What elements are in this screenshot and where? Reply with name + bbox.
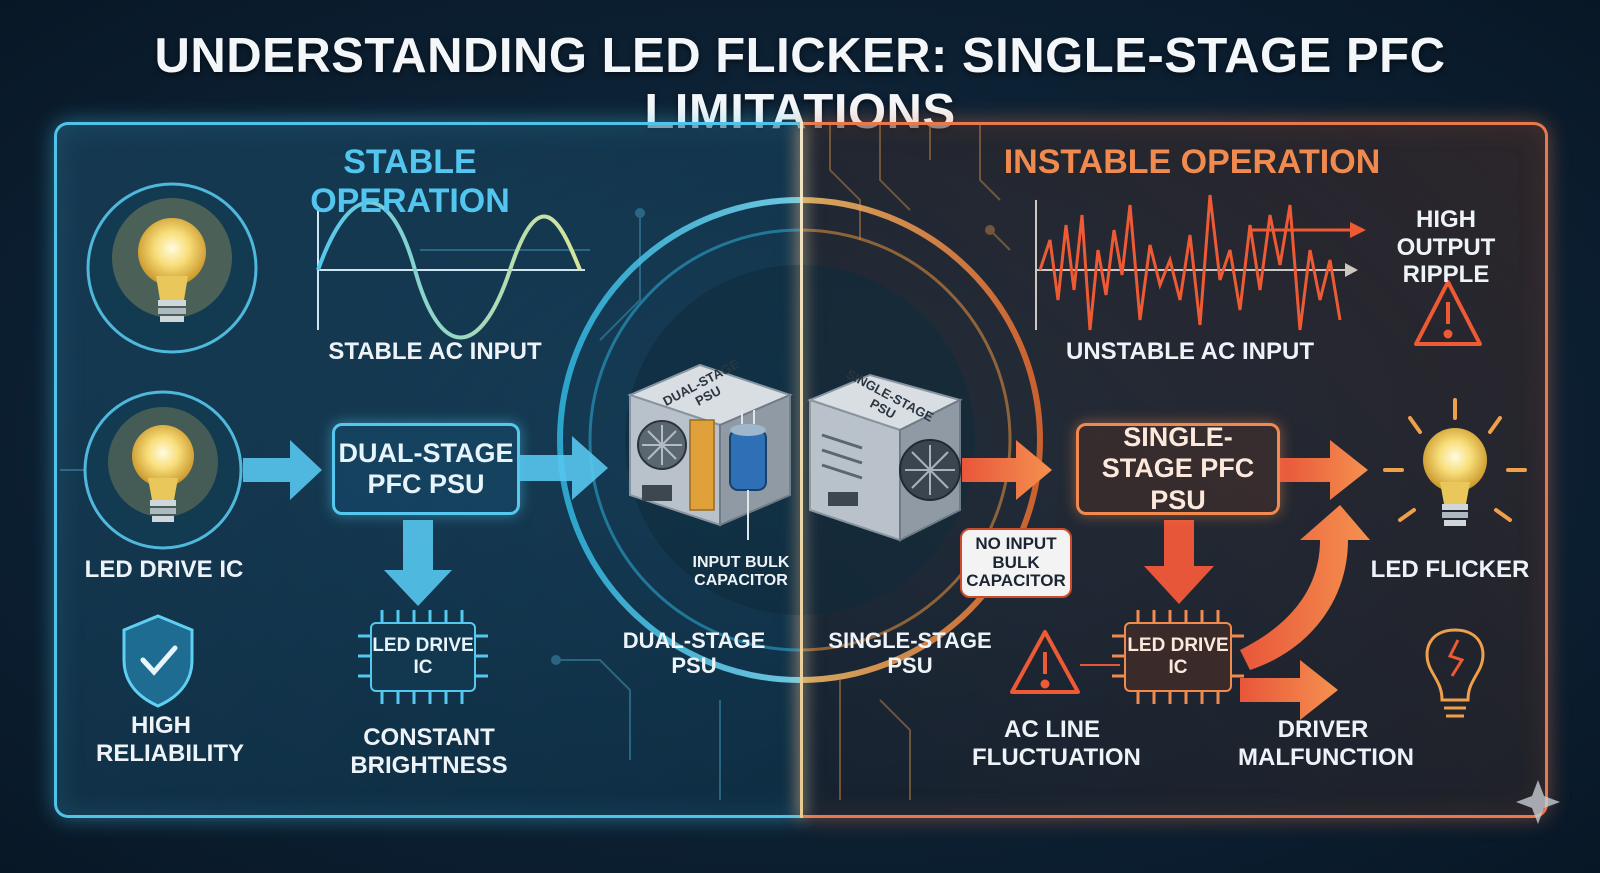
single-stage-psu-icon	[807, 373, 963, 542]
stable-ac-input-label: STABLE AC INPUT	[328, 338, 542, 365]
unstable-noise-wave	[1035, 194, 1366, 331]
unstable-heading: INSTABLE OPERATION	[1003, 143, 1381, 181]
right-led-drive-ic-chip: LED DRIVE IC	[1124, 622, 1232, 692]
led-flicker-label: LED FLICKER	[1370, 556, 1530, 583]
ac-line-fluctuation-label: AC LINE FLUCTUATION	[972, 716, 1141, 771]
shield-check-icon	[122, 614, 194, 708]
input-bulk-capacitor-label: INPUT BULK CAPACITOR	[692, 554, 790, 590]
lightbulb-icon-top	[112, 198, 232, 322]
left-chip-pins	[358, 610, 488, 704]
flicker-bulb-icon	[1383, 398, 1527, 526]
dual-stage-psu-caption: DUAL-STAGE PSU	[622, 628, 766, 679]
warning-icon-bottom	[1010, 630, 1080, 694]
single-stage-psu-caption: SINGLE-STAGE PSU	[828, 628, 992, 679]
left-led-drive-ic-chip: LED DRIVE IC	[370, 622, 476, 692]
warning-icon-top	[1414, 280, 1482, 346]
led-drive-ic-label: LED DRIVE IC	[84, 556, 244, 583]
left-flow-arrows	[243, 436, 608, 606]
driver-malfunction-label: DRIVER MALFUNCTION	[1238, 716, 1414, 771]
right-flow-arrows	[962, 440, 1370, 720]
no-input-bulk-capacitor-callout: NO INPUT BULK CAPACITOR	[960, 528, 1072, 598]
stable-heading: STABLE OPERATION	[310, 143, 510, 221]
single-stage-pfc-psu-box: SINGLE-STAGE PFC PSU	[1076, 422, 1280, 515]
high-reliability-label: HIGH RELIABILITY	[96, 712, 244, 767]
high-output-ripple-label: HIGH OUTPUT RIPPLE	[1396, 206, 1496, 289]
right-circuit-traces	[829, 125, 1011, 800]
sparkle-icon	[1516, 780, 1560, 824]
broken-bulb-icon	[1425, 628, 1485, 718]
right-chip-pins	[1112, 610, 1244, 704]
dual-stage-psu-icon	[627, 363, 793, 540]
dual-stage-pfc-psu-box: DUAL-STAGE PFC PSU	[332, 423, 520, 515]
unstable-ac-input-label: UNSTABLE AC INPUT	[1066, 338, 1314, 365]
center-divider	[800, 122, 803, 818]
stable-sine-wave	[316, 200, 585, 340]
lightbulb-icon-middle	[108, 407, 218, 522]
page-title: UNDERSTANDING LED FLICKER: SINGLE-STAGE …	[154, 29, 1446, 139]
constant-brightness-label: CONSTANT BRIGHTNESS	[350, 724, 508, 779]
capacitor-icon	[729, 410, 767, 540]
